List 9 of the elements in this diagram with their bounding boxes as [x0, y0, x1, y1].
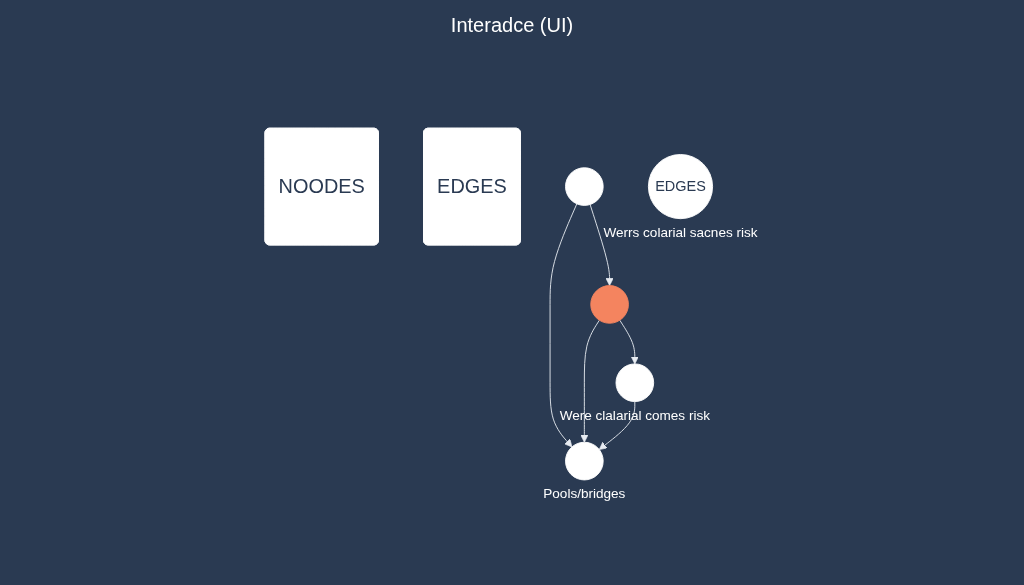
node-caption: Were clalarial comes risk	[560, 407, 711, 423]
node-caption: Pools/bridges	[543, 486, 626, 501]
node-caption: Werrs colarial sacnes risk	[603, 224, 758, 240]
node-circle	[590, 285, 630, 324]
node-circle	[565, 167, 605, 206]
node-circle	[565, 441, 605, 481]
node-circle: EDGES	[648, 154, 714, 220]
diagram-title: Interadce (UI)	[449, 13, 575, 38]
node-circle	[616, 363, 655, 403]
